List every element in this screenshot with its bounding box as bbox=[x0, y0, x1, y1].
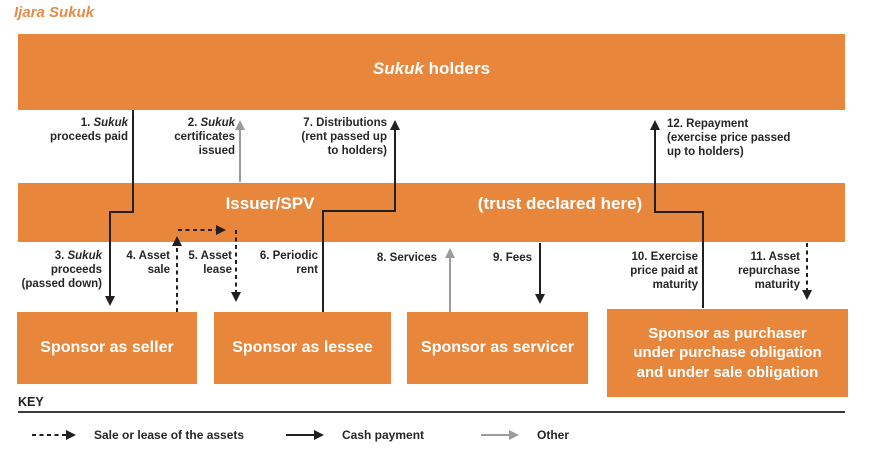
issuer-spv-bar: Issuer/SPV (trust declared here) bbox=[18, 183, 845, 242]
purchaser-line-3: and under sale obligation bbox=[636, 363, 819, 381]
key-title: KEY bbox=[18, 395, 44, 409]
sukuk-holders-label: Sukuk holders bbox=[18, 59, 845, 79]
flow-label-9: 9. Fees bbox=[493, 252, 532, 264]
key-divider bbox=[18, 411, 845, 413]
flow-label-8: 8. Services bbox=[376, 252, 437, 264]
key-label: Other bbox=[537, 428, 570, 442]
key-item-other: Other bbox=[479, 428, 569, 442]
flow-label-2: 2. Sukuk certificates issued bbox=[174, 117, 235, 157]
purchaser-line-2: under purchase obligation bbox=[633, 344, 822, 362]
flow-label-1: 1. Sukuk proceeds paid bbox=[50, 117, 128, 143]
flow-label-4: 4. Asset sale bbox=[126, 250, 170, 276]
sukuk-word: Sukuk bbox=[372, 59, 424, 78]
sponsor-as-purchaser-box: Sponsor as purchaser under purchase obli… bbox=[607, 309, 848, 397]
flow-label-11: 11. Asset repurchase maturity bbox=[737, 251, 800, 291]
flow-label-5: 5. Asset lease bbox=[188, 250, 232, 276]
flow-label-10: 10. Exercise price paid at maturity bbox=[630, 251, 698, 291]
key-item-cash-payment: Cash payment bbox=[284, 428, 424, 442]
solid-arrow-icon bbox=[286, 430, 324, 440]
flow-label-6: 6. Periodic rent bbox=[259, 250, 318, 276]
trust-declared-label: (trust declared here) bbox=[477, 194, 643, 213]
sponsor-as-servicer-box: Sponsor as servicer bbox=[407, 312, 588, 384]
key-label: Sale or lease of the assets bbox=[94, 428, 245, 442]
holders-word: holders bbox=[423, 59, 491, 78]
issuer-spv-label: Issuer/SPV bbox=[225, 194, 315, 213]
sukuk-holders-bar: Sukuk holders bbox=[18, 34, 845, 110]
dashed-arrow-icon bbox=[32, 430, 76, 440]
diagram-title: Ijara Sukuk bbox=[14, 4, 95, 21]
purchaser-line-1: Sponsor as purchaser bbox=[648, 324, 807, 342]
gray-arrow-icon bbox=[481, 430, 519, 440]
flow-label-3: 3. Sukuk proceeds (passed down) bbox=[21, 250, 102, 290]
key-item-sale-or-lease: Sale or lease of the assets bbox=[30, 428, 244, 442]
sponsor-as-lessee-box: Sponsor as lessee bbox=[214, 312, 391, 384]
flow-label-12: 12. Repayment (exercise price passed up … bbox=[667, 118, 791, 158]
sponsor-as-seller-box: Sponsor as seller bbox=[17, 312, 197, 384]
key-label: Cash payment bbox=[342, 428, 425, 442]
flow-label-7: 7. Distributions (rent passed up to hold… bbox=[301, 117, 387, 157]
